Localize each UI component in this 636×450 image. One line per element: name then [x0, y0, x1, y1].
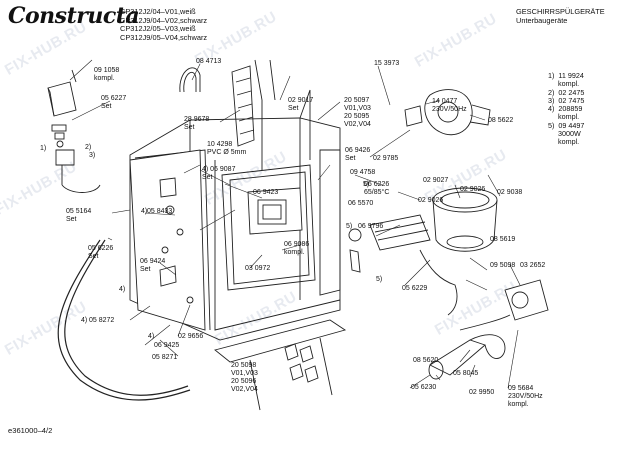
part-label: 09 4758: [350, 169, 376, 176]
terminal-box: [47, 69, 77, 117]
footnote-marker: 5): [376, 276, 383, 283]
handle-part: [179, 67, 201, 93]
footnote-marker: 4): [148, 333, 155, 340]
part-label: 06 9424 Set: [140, 258, 166, 273]
part-label: 08 5619: [490, 236, 516, 243]
part-label: 03 2652: [520, 262, 546, 269]
part-label: 08 4713: [196, 58, 222, 65]
part-label: 20 5098 V01,V03 20 5096 V02,V04: [231, 362, 258, 393]
part-label: 02 9026: [418, 197, 444, 204]
air-duct: [231, 65, 255, 147]
part-label: 02 9785: [373, 155, 399, 162]
part-label: 09 5684 230V/50Hz kompl.: [508, 385, 543, 408]
part-label: 02 9656: [178, 333, 204, 340]
footnote-marker: 5): [363, 181, 370, 188]
brand-logo: Constructa: [8, 3, 140, 29]
part-label: 06 6226 65/85°C: [364, 181, 390, 196]
footnote-marker: 2): [85, 144, 92, 151]
part-label: 05 6230: [411, 384, 437, 391]
base-tray: [214, 319, 347, 411]
model-list: CP312J2/04–V01,weiß CP312J9/04–V02,schwa…: [120, 7, 208, 42]
part-label: 28 9678 Set: [184, 116, 210, 131]
part-label: 08 5620: [413, 357, 439, 364]
dispenser: [247, 187, 303, 235]
footnote-marker: 4): [81, 317, 88, 324]
part-label: 02 9026: [460, 186, 486, 193]
heater-assembly: [348, 214, 431, 273]
footnote-marker: 4): [141, 208, 148, 215]
dishwasher-frame: [129, 59, 341, 341]
part-label: 06 9086 kompl.: [284, 241, 310, 256]
drain-hose: [57, 239, 191, 401]
footnote-marker: 1): [40, 145, 47, 152]
part-label: 02 9950: [469, 389, 495, 396]
footnote-marker: 5): [346, 223, 353, 230]
part-label: 05 6227 Set: [101, 95, 127, 110]
part-label: 09 1058 kompl.: [94, 67, 120, 82]
pressure-switch: [404, 105, 423, 127]
part-label: 06 9796: [358, 223, 384, 230]
connector-parts: [51, 124, 101, 193]
part-label: 14 0477 230V/50Hz: [432, 98, 467, 113]
part-label: 09 5098: [490, 262, 516, 269]
part-label: 4) 06 9087 Set: [202, 166, 236, 181]
part-label: 02 9038: [497, 189, 523, 196]
door-gasket: [221, 164, 316, 291]
part-label: 05 6226 Set: [88, 245, 114, 260]
leader-lines: [69, 59, 521, 389]
part-label: 05 8271: [152, 354, 178, 361]
sump-bowl: [432, 187, 498, 252]
document-code: e361000–4/2: [8, 426, 53, 435]
part-label: 05 8433: [147, 208, 173, 215]
part-label: 05 6229: [402, 285, 428, 292]
drain-pump: [459, 279, 549, 331]
clip-set: [284, 343, 319, 383]
part-label: 02 9027: [423, 177, 449, 184]
part-label: 03 0972: [245, 265, 271, 272]
part-label: 05 5164 Set: [66, 208, 92, 223]
part-label: 15 3973: [374, 60, 400, 67]
part-label: 10 4298 PVC Ø 5mm: [207, 141, 247, 156]
side-panel: [129, 149, 206, 331]
part-label: 06 5570: [348, 200, 374, 207]
part-label: 05 8045: [453, 370, 479, 377]
part-label: 05 8272: [89, 317, 115, 324]
footnote-legend: 1) 11 9924 kompl. 2) 02 2475 3) 02 7475 …: [548, 71, 585, 147]
footnote-marker: 4): [119, 286, 126, 293]
connection-hose: [419, 249, 458, 316]
part-label: 06 9426 Set: [345, 147, 371, 162]
part-label: 08 5622: [488, 117, 514, 124]
outlet-pipe: [428, 334, 506, 380]
appliance-category: GESCHIRRSPÜLGERÄTE Unterbaugeräte: [516, 7, 605, 25]
footnote-marker: 3): [89, 152, 96, 159]
part-label: 02 9017 Set: [288, 97, 314, 112]
part-label: 20 5097 V01,V03 20 5095 V02,V04: [344, 97, 371, 128]
part-label: 06 9425: [154, 342, 180, 349]
part-label: 06 9423: [253, 189, 279, 196]
